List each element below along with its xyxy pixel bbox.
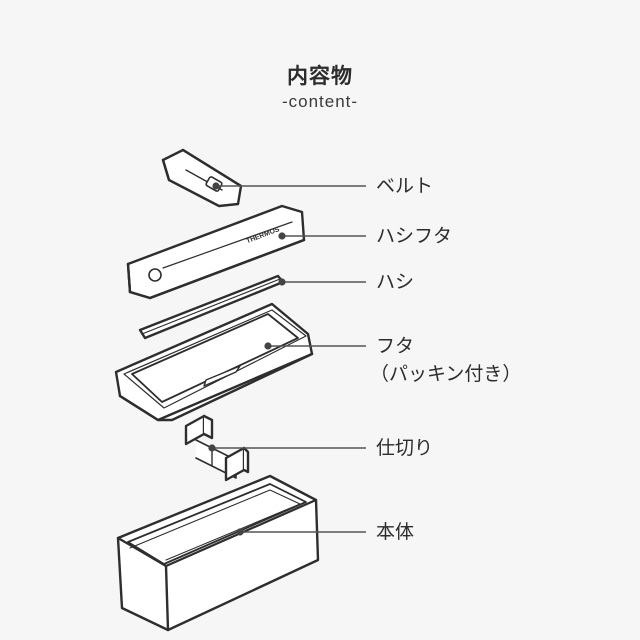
label-chopstick-lid: ハシフタ bbox=[376, 225, 453, 247]
body-illustration bbox=[116, 474, 320, 632]
chopstick-lid-illustration bbox=[126, 204, 306, 300]
leader-divider bbox=[208, 444, 366, 452]
label-chopsticks: ハシ bbox=[376, 271, 415, 293]
label-lid: フタ bbox=[376, 335, 415, 357]
label-divider: 仕切り bbox=[376, 437, 434, 459]
label-lid-note: （パッキン付き） bbox=[370, 363, 522, 385]
label-belt: ベルト bbox=[376, 175, 434, 197]
leader-body bbox=[236, 528, 366, 536]
leader-chopstick-lid bbox=[278, 232, 366, 240]
divider-illustration bbox=[184, 414, 250, 482]
lid-illustration bbox=[114, 302, 314, 422]
page-title: 内容物 bbox=[287, 64, 353, 88]
leader-lid bbox=[264, 342, 366, 350]
label-body: 本体 bbox=[376, 521, 415, 543]
belt-illustration bbox=[161, 148, 243, 208]
leader-belt bbox=[212, 182, 366, 190]
leader-chopsticks bbox=[278, 278, 366, 286]
page-subtitle: -content- bbox=[281, 92, 359, 111]
